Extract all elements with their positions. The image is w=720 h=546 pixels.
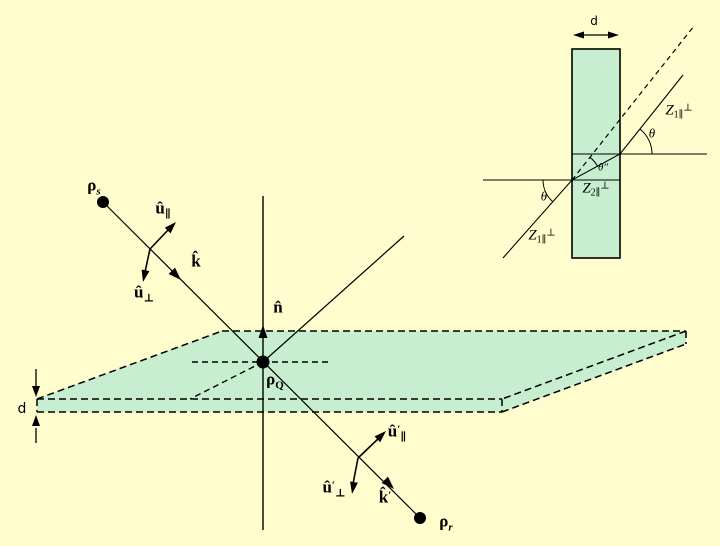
- label-impedance-slab: Z2∥⊥: [582, 180, 610, 199]
- label-theta-refraction: θ″: [598, 161, 608, 174]
- u-parallel-arrowhead: [164, 222, 176, 234]
- label-theta-transmission: θ: [540, 188, 548, 204]
- label-impedance-left: Z1∥⊥: [528, 227, 556, 246]
- inset-undeviated-ray: [571, 25, 695, 181]
- u-perp-prime-arrowhead: [350, 481, 358, 494]
- label-impedance-right: Z1∥⊥: [665, 102, 693, 121]
- label-thickness-main: d: [17, 401, 27, 417]
- slab-body: [37, 331, 686, 412]
- u-parallel-prime-arrowhead: [374, 431, 386, 443]
- normal-arrowhead: [258, 325, 268, 338]
- u-perp-prime-arrow-line: [352, 457, 359, 485]
- inset-theta-bottom-arc: [542, 179, 554, 203]
- receiver-point: [414, 512, 426, 524]
- u-parallel-arrow-line: [149, 228, 170, 250]
- label-thickness-inset: d: [590, 14, 598, 28]
- thickness-arrow-top-head: [32, 386, 40, 397]
- inset-theta-inside-arc: [589, 156, 598, 167]
- u-parallel-prime-arrow-line: [357, 437, 380, 459]
- label-u-parallel: û∥: [155, 198, 171, 221]
- label-u-perp: û⊥: [133, 282, 155, 305]
- label-k-prime: k̂′: [378, 487, 392, 507]
- k-prime-arrowhead: [381, 476, 394, 489]
- inset-ray-path: [502, 74, 684, 259]
- inset-theta-top-arc: [639, 128, 653, 155]
- label-rho-s: ρs: [87, 175, 101, 198]
- label-k-hat: k̂: [191, 251, 201, 271]
- slab-edges: [36, 330, 687, 413]
- reflected-ray-line: [262, 235, 405, 363]
- thickness-arrow-bottom-head: [32, 415, 40, 426]
- label-u-parallel-prime: û′∥: [387, 421, 407, 444]
- source-point: [97, 196, 109, 208]
- label-u-perp-prime: û′⊥: [322, 477, 346, 500]
- label-rho-q: ρQ: [266, 369, 284, 392]
- label-n-hat: n̂: [273, 297, 283, 317]
- inset-thickness-left-head: [573, 31, 584, 39]
- k-arrowhead: [168, 267, 181, 280]
- label-theta-incidence: θ: [648, 125, 656, 141]
- u-perp-arrowhead: [141, 269, 150, 282]
- u-perp-arrow-line: [144, 248, 151, 273]
- label-rho-r: ρr: [439, 511, 453, 534]
- plane-trace-diagonal: [189, 361, 264, 400]
- inset-thickness-right-head: [608, 31, 619, 39]
- intersection-point: [256, 355, 270, 369]
